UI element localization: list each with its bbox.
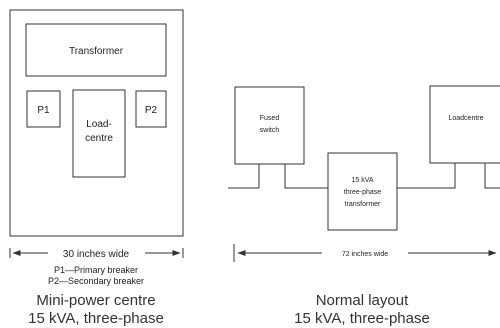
normal-caption-subtitle: 15 kVA, three-phase — [294, 310, 430, 327]
normal-caption-title: Normal layout — [316, 292, 409, 309]
p2-breaker-box — [135, 90, 167, 128]
p2-breaker-label: P2 — [145, 105, 158, 116]
transformer-15kva-line1: 15 kVA — [351, 177, 373, 184]
legend-secondary-breaker: P2—Secondary breaker — [48, 276, 144, 286]
loadcentre-label-line2: centre — [85, 133, 113, 144]
transformer-15kva-box — [327, 152, 398, 231]
p1-breaker-box — [26, 90, 61, 128]
loadcentre-label-line1: Load- — [86, 119, 112, 130]
mini-power-centre-diagram: Transformer P1 Load- centre P2 30 inches… — [9, 9, 184, 327]
fused-switch-box — [234, 86, 305, 165]
transformer-label: Transformer — [69, 46, 124, 57]
mini-width-label: 30 inches wide — [63, 249, 130, 260]
p1-breaker-label: P1 — [37, 105, 50, 116]
mini-caption-title: Mini-power centre — [36, 292, 155, 309]
wire-transformer-to-loadcentre — [397, 163, 456, 189]
legend-primary-breaker: P1—Primary breaker — [54, 265, 138, 275]
transformer-15kva-line3: transformer — [345, 201, 381, 208]
wire-loadcentre-out — [484, 163, 500, 189]
loadcentre-normal-label: Loadcentre — [448, 115, 483, 122]
wire-switch-out — [284, 164, 328, 189]
mini-caption-subtitle: 15 kVA, three-phase — [28, 310, 164, 327]
loadcentre-normal-box — [429, 85, 500, 164]
loadcentre-box — [72, 89, 126, 178]
normal-width-label: 72 inches wide — [342, 251, 388, 258]
fused-switch-label-line2: switch — [260, 127, 280, 134]
normal-layout-diagram: Fused switch 15 kVA three-phase transfor… — [228, 85, 500, 327]
transformer-box — [25, 23, 167, 77]
transformer-15kva-line2: three-phase — [344, 189, 381, 196]
fused-switch-label-line1: Fused — [260, 115, 280, 122]
